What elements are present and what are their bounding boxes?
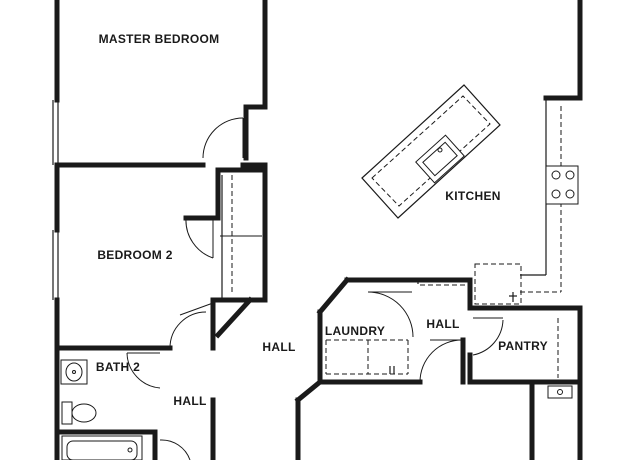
bedroom-2-closet — [220, 175, 262, 298]
laundry-door — [367, 291, 463, 383]
hall-closet-wedge — [210, 296, 254, 339]
hall-main-label: HALL — [262, 340, 295, 354]
laundry-label: LAUNDRY — [325, 324, 385, 338]
kitchen-counter — [474, 98, 579, 305]
master-bedroom-walls — [52, 0, 268, 168]
bedroom-2-lower-door — [169, 302, 214, 349]
hall-bath-label: HALL — [173, 394, 206, 408]
kitchen-label: KITCHEN — [445, 189, 500, 203]
hall-laundry-label: HALL — [426, 317, 459, 331]
bath-2-label: BATH 2 — [96, 360, 140, 374]
bedroom-2-label: BEDROOM 2 — [97, 248, 172, 262]
bedroom-2-door — [185, 217, 214, 259]
bath-2-walls — [54, 345, 216, 460]
laundry-appliances — [325, 339, 409, 375]
master-bedroom-door — [202, 117, 244, 159]
bath-2-door — [126, 352, 161, 389]
laundry-walls — [316, 276, 583, 385]
kitchen-island — [361, 84, 501, 219]
pantry-label: PANTRY — [498, 339, 548, 353]
pantry-walls — [472, 317, 559, 378]
lower-wall-stubs — [294, 378, 573, 460]
bath-2-fixtures — [60, 359, 191, 460]
master-bedroom-label: MASTER BEDROOM — [99, 32, 220, 46]
